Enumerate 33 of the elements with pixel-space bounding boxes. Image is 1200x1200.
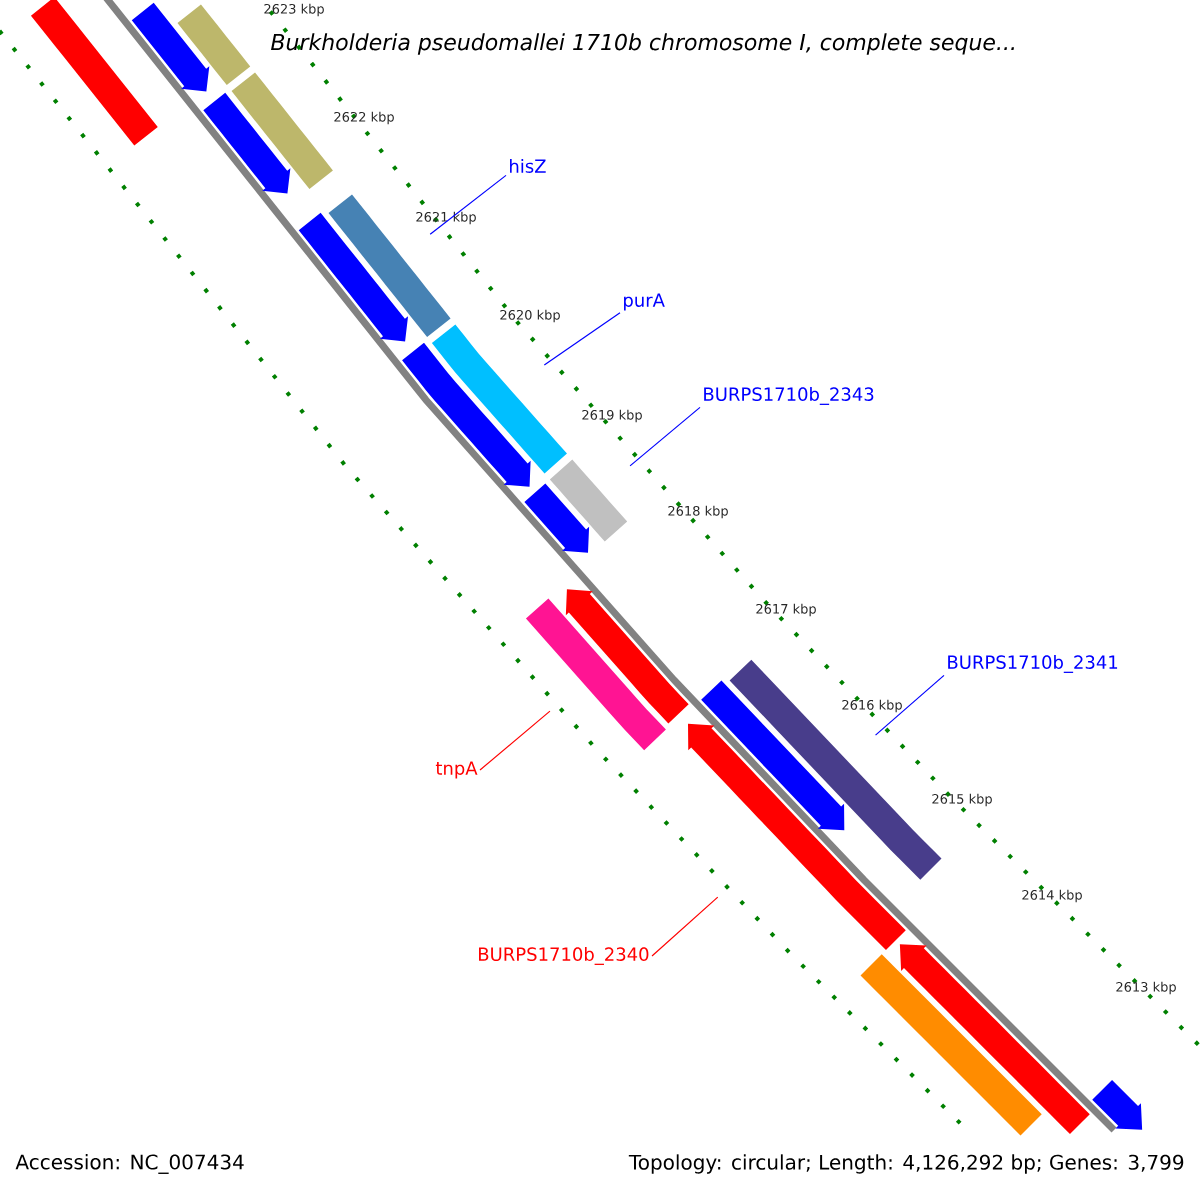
gene-block bbox=[177, 4, 251, 86]
gene-block bbox=[860, 954, 1042, 1136]
gene-block bbox=[431, 324, 567, 474]
gene-block bbox=[701, 680, 845, 831]
gene-block bbox=[30, 0, 158, 146]
leader-line bbox=[651, 896, 719, 957]
gene-block bbox=[131, 2, 210, 92]
leader-line bbox=[479, 710, 551, 771]
gene-block bbox=[203, 92, 291, 194]
gene-block bbox=[402, 342, 531, 487]
gene-block bbox=[1092, 1080, 1143, 1130]
gene-block bbox=[565, 589, 689, 724]
gene-label: hisZ bbox=[510, 159, 546, 173]
summary-text: Topology: circular; Length: 4,126,292 bp; Genes: 3,799 bbox=[628, 1154, 1184, 1174]
gene-block bbox=[298, 212, 409, 342]
leader-line bbox=[429, 174, 507, 235]
leader-line bbox=[629, 406, 701, 467]
gene-block bbox=[525, 598, 666, 751]
gene-label: BURPS1710b_2343 bbox=[704, 387, 874, 405]
leader-line bbox=[543, 312, 621, 366]
accession-text: Accession: NC_007434 bbox=[15, 1154, 244, 1174]
gene-label: tnpA bbox=[435, 761, 478, 779]
gene-block bbox=[549, 459, 628, 542]
gene-label: BURPS1710b_2341 bbox=[948, 655, 1118, 673]
gene-block bbox=[688, 723, 906, 951]
gene-block bbox=[899, 944, 1090, 1135]
leader-line bbox=[874, 674, 945, 736]
gene-label: BURPS1710b_2340 bbox=[479, 947, 649, 965]
title: Burkholderia pseudomallei 1710b chromosome I, complete seque... bbox=[271, 33, 1014, 55]
gene-block bbox=[524, 483, 590, 553]
gene-label: purA bbox=[624, 293, 665, 311]
gene-block bbox=[231, 72, 333, 190]
gene-block bbox=[328, 194, 451, 338]
